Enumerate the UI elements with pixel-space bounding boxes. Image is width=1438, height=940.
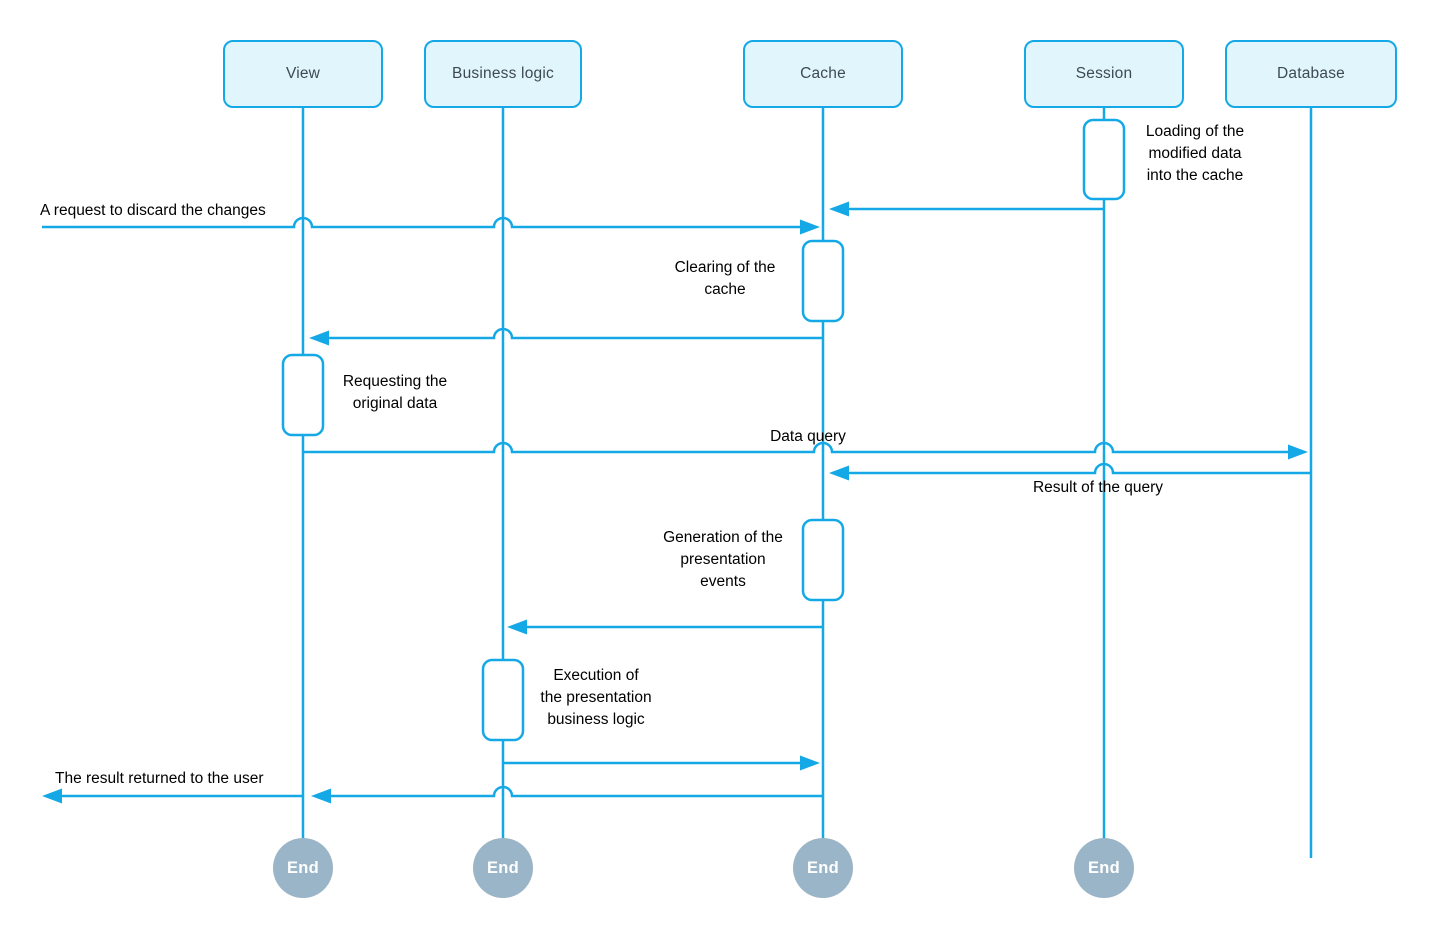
- message-query-result: Result of the query: [1032, 479, 1164, 496]
- activation-cache-2: [801, 518, 845, 602]
- actor-session-label: Session: [1075, 65, 1133, 82]
- actor-database: Database: [1225, 40, 1397, 108]
- arrowhead-data-query: [1288, 444, 1308, 460]
- activation-business-logic: [481, 658, 525, 742]
- note-cache-generation: Generation of the presentation events: [663, 529, 783, 590]
- activation-cache-1: [801, 239, 845, 323]
- note-session-loading: Loading of the modified data into the ca…: [1145, 123, 1245, 184]
- arrow-discard-request: [42, 216, 800, 229]
- arrowhead-result-to-user: [42, 788, 62, 804]
- message-discard-request: A request to discard the changes: [40, 202, 266, 219]
- arrowhead-logic-to-cache: [800, 755, 820, 771]
- message-data-query: Data query: [770, 428, 846, 445]
- actor-business-logic: Business logic: [424, 40, 582, 108]
- actor-database-label: Database: [1277, 65, 1345, 82]
- activation-view: [281, 353, 325, 437]
- end-node-session: End: [1074, 838, 1134, 898]
- arrow-cache-to-view: [329, 327, 823, 340]
- end-node-view-label: End: [286, 858, 320, 877]
- note-cache-clearing: Clearing of the cache: [674, 259, 776, 298]
- actor-business-logic-label: Business logic: [452, 65, 554, 82]
- arrow-cache-to-view-result: [331, 785, 823, 798]
- end-node-business-logic: End: [473, 838, 533, 898]
- note-view-requesting: Requesting the original data: [342, 373, 448, 412]
- end-node-business-logic-label: End: [486, 858, 520, 877]
- actor-cache: Cache: [743, 40, 903, 108]
- arrowhead-discard-request: [800, 219, 820, 235]
- actor-view-label: View: [285, 65, 321, 82]
- arrowhead-session-to-cache: [829, 201, 849, 217]
- actor-cache-label: Cache: [800, 65, 846, 82]
- message-result-to-user: The result returned to the user: [55, 770, 264, 787]
- actor-view: View: [223, 40, 383, 108]
- end-node-cache-label: End: [806, 858, 840, 877]
- end-node-session-label: End: [1087, 858, 1121, 877]
- arrow-data-query: [303, 441, 1288, 454]
- arrowhead-query-result: [829, 465, 849, 481]
- arrowhead-cache-to-logic: [507, 619, 527, 635]
- activation-session: [1082, 118, 1126, 201]
- note-logic-execution: Execution of the presentation business l…: [540, 667, 652, 728]
- arrowhead-cache-to-view-result: [311, 788, 331, 804]
- actor-session: Session: [1024, 40, 1184, 108]
- end-node-cache: End: [793, 838, 853, 898]
- arrow-query-result: [849, 462, 1311, 475]
- end-node-view: End: [273, 838, 333, 898]
- arrowhead-cache-to-view: [309, 330, 329, 346]
